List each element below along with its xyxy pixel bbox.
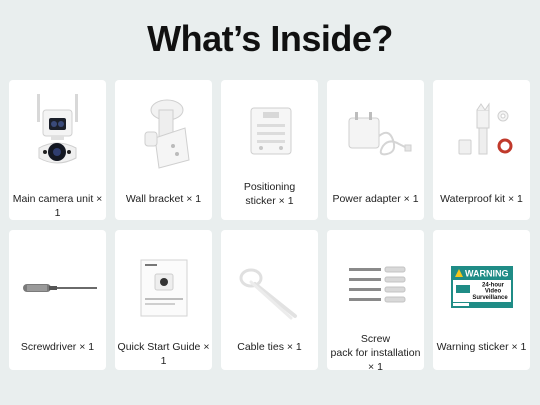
warning-line3: Surveillance <box>472 295 508 301</box>
item-card-warning-sticker: WARNING 24-hour Video Surveillance Warni… <box>433 230 530 370</box>
page-title: What’s Inside? <box>147 18 393 59</box>
item-label: Quick Start Guide × 1 <box>117 341 210 367</box>
warning-heading: WARNING <box>465 269 509 279</box>
screwdriver-icon <box>9 238 106 326</box>
power-adapter-icon <box>327 88 424 176</box>
item-card-camera: Main camera unit × 1 <box>9 80 106 220</box>
wall-bracket-icon <box>115 88 212 176</box>
item-card-power-adapter: Power adapter × 1 <box>327 80 424 220</box>
contents-grid: Main camera unit × 1 Wall bracket × 1 <box>9 80 531 372</box>
screw-pack-icon <box>327 238 424 326</box>
item-card-waterproof-kit: Waterproof kit × 1 <box>433 80 530 220</box>
item-label: Wall bracket × 1 <box>125 193 202 205</box>
warning-line1: 24-hour <box>482 283 505 289</box>
item-label: Warning sticker × 1 <box>436 341 527 353</box>
item-card-quick-start-guide: Quick Start Guide × 1 <box>115 230 212 370</box>
item-card-wall-bracket: Wall bracket × 1 <box>115 80 212 220</box>
item-card-screwdriver: Screwdriver × 1 <box>9 230 106 370</box>
item-label: Screwdriver × 1 <box>20 341 95 353</box>
item-label: Waterproof kit × 1 <box>440 193 523 205</box>
quick-start-guide-icon <box>115 238 212 326</box>
item-label: Power adapter × 1 <box>332 193 419 205</box>
item-label: Cable ties × 1 <box>237 341 302 353</box>
item-label: Main camera unit × 1 <box>12 193 103 219</box>
camera-icon <box>9 88 106 176</box>
item-card-cable-ties: Cable ties × 1 <box>221 230 318 370</box>
cable-ties-icon <box>221 238 318 326</box>
warning-sticker-icon: WARNING 24-hour Video Surveillance <box>433 238 530 326</box>
waterproof-kit-icon <box>433 88 530 176</box>
positioning-sticker-icon <box>221 88 318 176</box>
warning-line2: Video <box>485 289 502 295</box>
